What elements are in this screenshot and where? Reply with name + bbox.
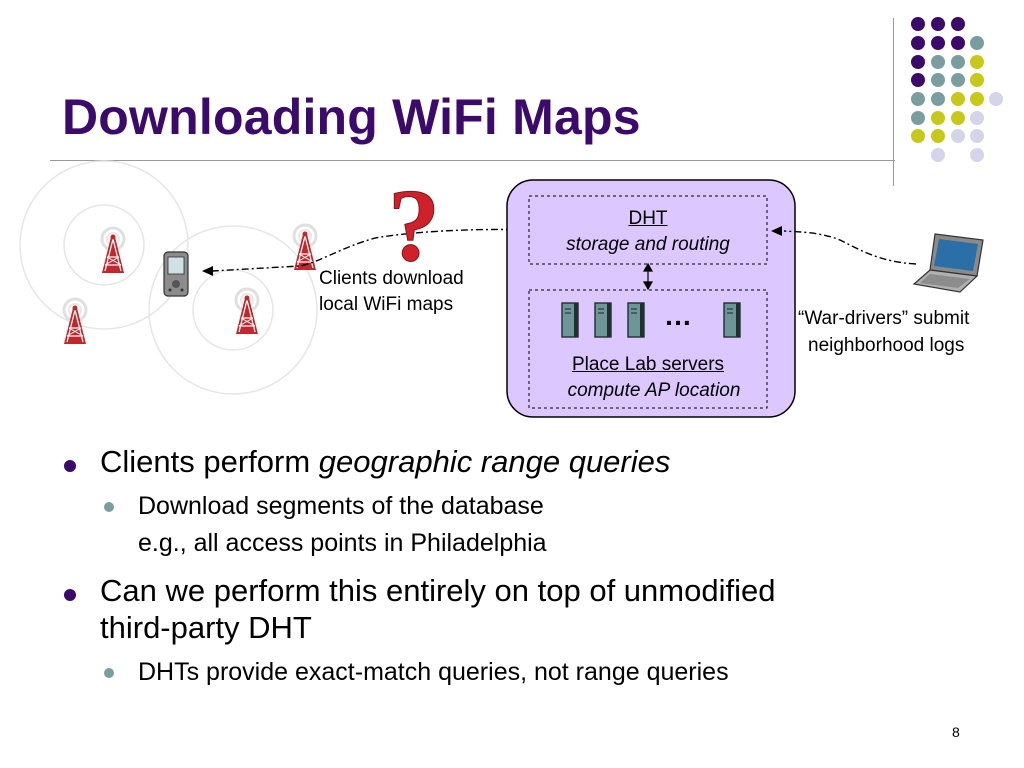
bullet-1-sub-1-line2: e.g., all access points in Philadelphia: [138, 529, 547, 557]
clients-caption-line1: Clients download: [319, 268, 464, 289]
dot-row-4: [911, 73, 984, 87]
radio-tower-icon: [62, 297, 88, 346]
slide-title: Downloading WiFi Maps: [62, 89, 641, 145]
corner-divider: [893, 18, 894, 186]
servers-ellipsis: …: [664, 300, 692, 331]
dot-row-6: [911, 111, 984, 125]
servers-label: Place Lab servers: [571, 354, 725, 375]
bullet-2-line2: third-party DHT: [100, 610, 312, 645]
bullet-1-sub-1: Download segments of the database e.g., …: [62, 488, 982, 562]
bullet-2-line1: Can we perform this entirely on top of u…: [100, 573, 776, 608]
dot-row-7: [911, 129, 984, 143]
download-arrow: [211, 228, 529, 272]
servers-box: [528, 289, 768, 409]
dot-row-1: [911, 17, 965, 31]
dht-label: DHT: [628, 208, 668, 229]
bullet-2-sub-1: DHTs provide exact-match queries, not ra…: [62, 654, 982, 691]
sub-bullet-dot: [104, 502, 114, 512]
server-icon: [594, 302, 612, 338]
server-icon: [561, 302, 579, 338]
servers-subtitle: compute AP location: [567, 380, 741, 401]
bullet-1-emphasis: geographic range queries: [318, 444, 671, 479]
dot-row-2: [911, 36, 984, 50]
radio-tower-icon: [100, 226, 126, 275]
bullet-list: Clients perform geographic range queries…: [62, 443, 982, 699]
bullet-1: Clients perform geographic range queries: [62, 443, 982, 480]
question-mark-icon: ?: [388, 168, 440, 283]
server-icon: [627, 302, 645, 338]
clients-caption-line2: local WiFi maps: [319, 294, 454, 315]
placelab-container: [506, 179, 796, 418]
submit-arrowhead: [771, 226, 782, 236]
decorative-dot-grid: [911, 17, 1003, 162]
bullet-1-sub-1-line1: Download segments of the database: [138, 492, 544, 520]
dot-row-8: [931, 148, 984, 162]
bullet-dot: [64, 460, 76, 472]
dot-row-3: [911, 55, 984, 69]
dot-row-5: [911, 92, 1003, 106]
wardrivers-caption-line1: “War-drivers” submit: [798, 308, 970, 329]
dht-server-link: [642, 262, 654, 291]
coverage-circles: [19, 160, 318, 395]
bullet-1-text: Clients perform: [100, 444, 319, 479]
radio-tower-icon: [234, 287, 260, 336]
download-arrowhead: [202, 266, 213, 276]
wifi-map-diagram: ?: [19, 160, 984, 418]
dht-subtitle: storage and routing: [566, 234, 730, 255]
bullet-dot: [64, 589, 76, 601]
laptop-icon: [912, 233, 984, 293]
page-number: 8: [952, 724, 960, 740]
bullet-2: Can we perform this entirely on top of u…: [62, 572, 982, 646]
wardrivers-caption-line2: neighborhood logs: [808, 335, 965, 356]
bullet-2-sub-1-line1: DHTs provide exact-match queries, not ra…: [138, 658, 729, 686]
radio-tower-icon: [292, 223, 318, 272]
pda-icon: [163, 251, 189, 297]
submit-arrow: [783, 230, 917, 265]
sub-bullet-dot: [104, 668, 114, 678]
dht-box: [528, 195, 768, 265]
server-icon: [723, 302, 741, 338]
title-divider: [50, 160, 895, 161]
